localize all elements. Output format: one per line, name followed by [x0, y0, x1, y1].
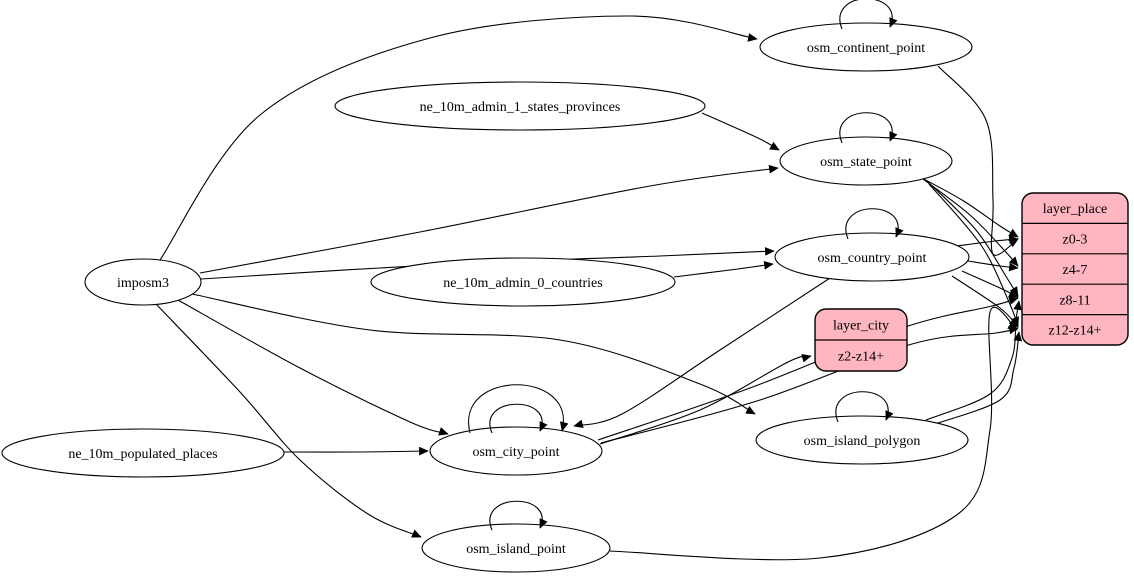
node-imposm3: imposm3 [84, 258, 202, 306]
edge-osm_state_point-self-loop-0 [839, 112, 898, 144]
edge-osm_state_point-to-layer_place-z4-7 [922, 178, 1019, 267]
node-shape-imposm3 [84, 258, 202, 306]
record-row-layer_city-z2-z14+: z2-z14+ [838, 349, 884, 364]
node-osm_continent_point: osm_continent_point [759, 22, 973, 72]
edge-osm_state_point-to-layer_place-z8-11 [926, 180, 1019, 297]
node-shape-osm_island_point [421, 523, 611, 573]
node-osm_city_point: osm_city_point [429, 426, 603, 476]
node-shape-osm_state_point [779, 136, 953, 186]
edge-imposm3-to-osm_island_polygon [191, 293, 756, 415]
node-label-osm_island_point: osm_island_point [466, 542, 566, 557]
record-header-layer_city: layer_city [833, 318, 889, 333]
edge-osm_island_point-to-layer_place-z12-z14+ [609, 306, 1018, 561]
node-label-osm_country_point: osm_country_point [818, 251, 927, 266]
edge-imposm3-to-osm_state_point [199, 164, 779, 274]
edge-osm_country_point-self-loop-0 [845, 208, 904, 240]
edge-osm_country_point-to-layer_place-z0-3 [956, 235, 1019, 247]
edge-osm_city_point-self-loop-0 [489, 403, 548, 434]
node-ne_10m_populated_places: ne_10m_populated_places [1, 428, 285, 478]
record-row-layer_place-z0-3: z0-3 [1063, 233, 1088, 248]
edge-ne_10m_admin_0_countries-to-osm_country_point [673, 260, 774, 278]
node-ne_10m_admin_1_states_provinces: ne_10m_admin_1_states_provinces [334, 81, 706, 131]
record-row-layer_place-z4-7: z4-7 [1063, 263, 1088, 278]
node-osm_state_point: osm_state_point [779, 136, 953, 186]
edge-osm_city_point-self-loop-1 [468, 384, 569, 434]
node-layer: imposm3 ne_10m_admin_1_states_provincesne… [1, 22, 1129, 573]
edge-osm_state_point-to-layer_place-z0-3 [917, 175, 1019, 238]
edge-osm_state_point-to-layer_place-z12-z14+ [928, 183, 1019, 327]
node-ne_10m_admin_0_countries: ne_10m_admin_0_countries [370, 257, 676, 307]
node-label-imposm3: imposm3 [117, 276, 169, 291]
edge-osm_country_point-to-layer_place-z4-7 [967, 260, 1019, 272]
node-label-osm_continent_point: osm_continent_point [807, 41, 925, 56]
edge-imposm3-to-osm_island_point [155, 303, 422, 538]
node-osm_island_polygon: osm_island_polygon [755, 415, 969, 465]
record-row-layer_place-z12-z14+: z12-z14+ [1049, 324, 1102, 339]
edge-imposm3-to-osm_city_point [177, 299, 449, 436]
edge-osm_island_polygon-to-layer_place-z12-z14+ [931, 331, 1023, 426]
node-osm_country_point: osm_country_point [774, 232, 970, 282]
self-loop-layer [468, 0, 904, 531]
node-shape-ne_10m_populated_places [1, 428, 285, 478]
node-layer_city: layer_city z2-z14+ [814, 308, 908, 372]
edge-osm_island_polygon-self-loop-0 [835, 391, 894, 423]
edge-osm_island_point-self-loop-0 [489, 500, 548, 531]
node-label-ne_10m_populated_places: ne_10m_populated_places [68, 447, 217, 462]
node-shape-osm_continent_point [759, 22, 973, 72]
node-layer_place: layer_place z0-3 z4-7 z8-11 z12-z14+ [1021, 192, 1129, 346]
node-shape-osm_country_point [774, 232, 970, 282]
node-shape-ne_10m_admin_0_countries [370, 257, 676, 307]
edge-imposm3-to-osm_continent_point [159, 15, 758, 261]
node-shape-osm_city_point [429, 426, 603, 476]
node-label-osm_city_point: osm_city_point [472, 445, 559, 460]
node-label-osm_state_point: osm_state_point [820, 155, 912, 170]
record-box-layer_place [1021, 192, 1129, 346]
record-row-layer_place-z8-11: z8-11 [1059, 293, 1090, 308]
edge-osm_continent_point-self-loop-0 [839, 0, 898, 30]
node-label-ne_10m_admin_1_states_provinces: ne_10m_admin_1_states_provinces [420, 100, 621, 115]
edge-osm_island_polygon-to-layer_place-z8-11 [925, 300, 1022, 421]
record-header-layer_place: layer_place [1043, 202, 1108, 217]
edge-osm_continent_point-to-layer_place-z0-3 [937, 65, 1019, 256]
node-osm_island_point: osm_island_point [421, 523, 611, 573]
edge-ne_10m_populated_places-to-osm_city_point [283, 446, 429, 456]
node-label-osm_island_polygon: osm_island_polygon [804, 434, 921, 449]
edge-ne_10m_admin_1_states_provinces-to-osm_state_point [701, 112, 780, 151]
edge-osm_country_point-to-osm_city_point [573, 277, 831, 429]
node-shape-osm_island_polygon [755, 415, 969, 465]
edge-layer [155, 15, 1023, 561]
edge-osm_country_point-to-layer_place-z8-11 [961, 270, 1019, 298]
node-shape-ne_10m_admin_1_states_provinces [334, 81, 706, 131]
node-label-ne_10m_admin_0_countries: ne_10m_admin_0_countries [443, 276, 602, 291]
edge-osm_city_point-to-layer_city-z2-z14+ [599, 354, 812, 445]
